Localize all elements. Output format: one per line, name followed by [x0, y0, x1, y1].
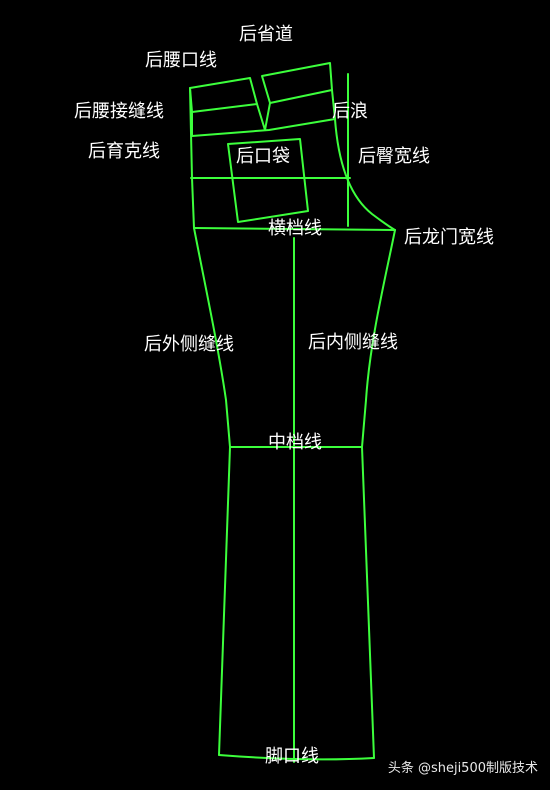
waistband-right-piece	[261, 62, 333, 104]
label-back-yoke-line: 后育克线	[88, 141, 160, 162]
hem-line	[218, 754, 375, 761]
label-back-crotch: 后浪	[332, 101, 368, 122]
crotch-line	[193, 227, 396, 231]
label-back-seat-line: 后臀宽线	[358, 146, 430, 167]
label-crotch-line: 横档线	[268, 218, 322, 239]
label-back-waist-seam-line: 后腰接缝线	[74, 101, 164, 122]
label-back-pocket: 后口袋	[236, 146, 290, 167]
label-back-outseam: 后外侧缝线	[144, 334, 234, 355]
watermark: 头条 @sheji500制版技术	[387, 761, 538, 776]
label-back-dart: 后省道	[239, 24, 293, 45]
back-dart	[256, 102, 271, 131]
waistband-left-piece	[189, 77, 258, 113]
outseam-line	[189, 87, 231, 756]
label-knee-line: 中档线	[268, 432, 322, 453]
waist-seam-line	[191, 89, 336, 137]
label-back-waistband-line: 后腰口线	[145, 50, 217, 71]
inseam-line	[361, 229, 396, 759]
back-crotch-curve	[334, 118, 396, 231]
back-pocket	[227, 138, 309, 223]
label-back-fly-line: 后龙门宽线	[404, 227, 494, 248]
label-hem-line: 脚口线	[265, 746, 319, 767]
label-back-inseam: 后内侧缝线	[308, 332, 398, 353]
